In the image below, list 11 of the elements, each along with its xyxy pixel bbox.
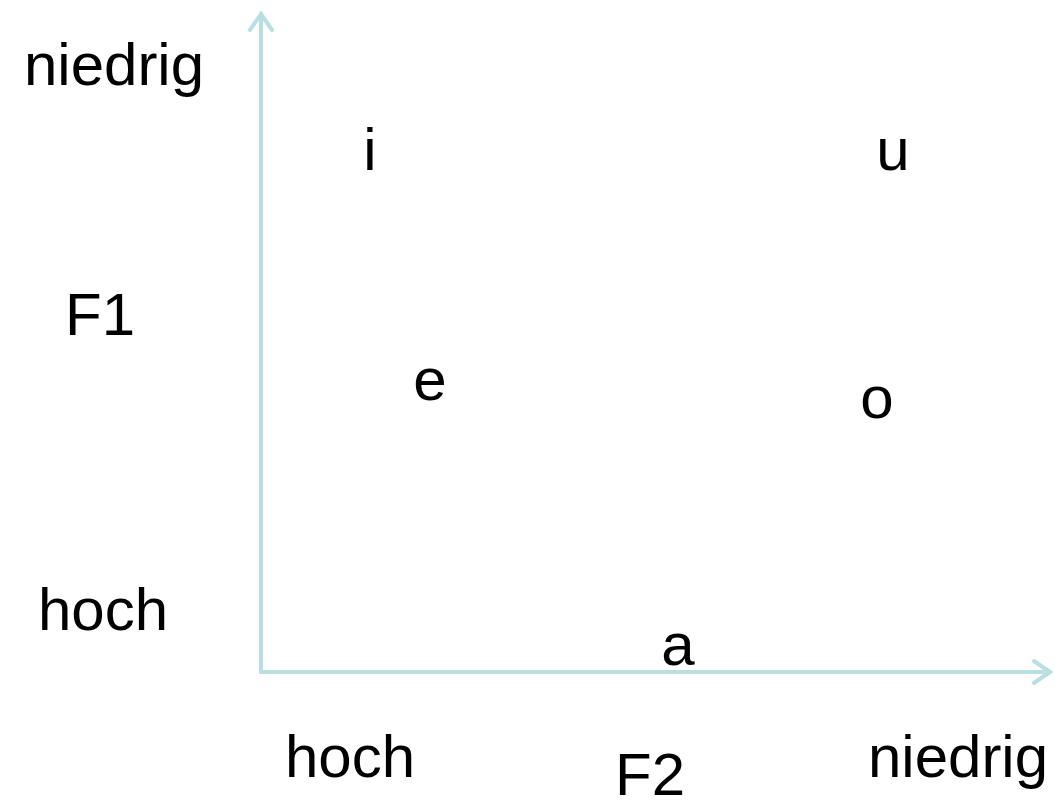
- vowel-label: u: [876, 120, 910, 180]
- axis-label: hoch: [284, 727, 416, 787]
- axis-title: F2: [615, 745, 685, 800]
- vowel-label: o: [860, 368, 894, 428]
- axis-label: niedrig: [23, 35, 205, 95]
- vowel-label: e: [413, 350, 447, 410]
- axis-label: niedrig: [867, 727, 1049, 787]
- axis-title: F1: [65, 285, 135, 345]
- axis-label: hoch: [37, 580, 169, 640]
- vowel-label: i: [363, 120, 377, 180]
- vowel-label: a: [661, 615, 695, 675]
